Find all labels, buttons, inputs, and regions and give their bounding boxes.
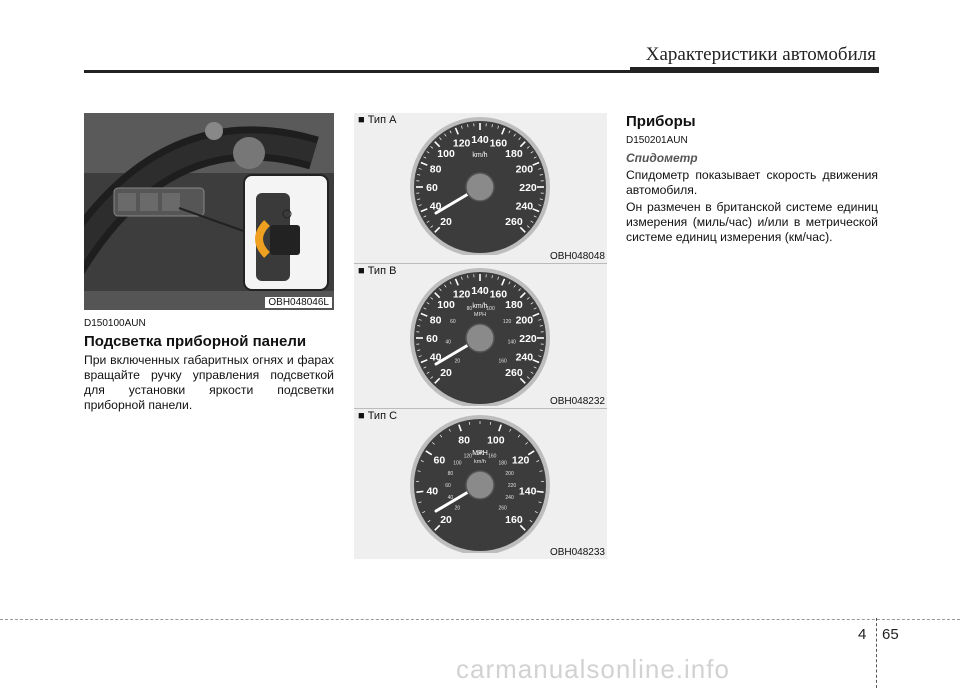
gauge-tick-label: 100 — [437, 148, 455, 160]
gauge-inner-tick-label: 220 — [508, 483, 517, 489]
gauge-inner-tick-label: 100 — [486, 306, 495, 312]
gauge-tick-label: 200 — [516, 315, 534, 327]
footer-rule — [0, 619, 960, 620]
gauge-tick-label: 180 — [505, 299, 523, 311]
gauge-inner-tick-label: 200 — [505, 471, 514, 477]
gauge-tick-label: 80 — [430, 315, 442, 327]
gauge-inner-tick-label: 120 — [464, 453, 473, 459]
section-title: Приборы — [626, 113, 696, 130]
speedometer-paragraph-1: Спидометр показывает скорость движения а… — [626, 168, 878, 197]
gauge-tick-label: 100 — [437, 299, 455, 311]
gauge-divider — [354, 408, 607, 409]
section-title: Подсветка приборной панели — [84, 333, 307, 350]
header-rule — [84, 70, 879, 73]
gauge-inner-tick-label: 80 — [448, 471, 454, 477]
subsection-title: Спидометр — [626, 151, 698, 165]
gauge-caption: OBH048232 — [549, 396, 605, 407]
gauge-hub — [465, 323, 495, 353]
gauge-inner-tick-label: 140 — [508, 340, 517, 346]
gauge-inner-tick-label: 80 — [467, 306, 473, 312]
gauge-tick-label: 180 — [505, 148, 523, 160]
gauge-inner-tick-label: 60 — [450, 319, 456, 325]
gauge-tick-label: 60 — [434, 454, 446, 466]
running-header-title: Характеристики автомобиля — [645, 44, 876, 65]
section-paragraph: При включенных габаритных огнях и фарах … — [84, 353, 334, 412]
gauge-type-label: ■ Тип B — [358, 265, 397, 277]
gauge-tick-label: 160 — [505, 514, 523, 526]
gauge-inner-tick-label: 160 — [488, 453, 497, 459]
gauge-inner-unit: MPH — [474, 312, 486, 318]
gauge-tick-label: 240 — [516, 200, 534, 212]
gauge-tick-label: 200 — [516, 164, 534, 176]
gauge-tick-label: 120 — [453, 289, 471, 301]
gauge-tick-label: 60 — [426, 182, 438, 194]
gauge-type-label: ■ Тип A — [358, 114, 397, 126]
gauge-unit: MPH — [472, 450, 488, 457]
gauge-tick-label: 120 — [512, 454, 530, 466]
gauge-tick-label: 80 — [430, 164, 442, 176]
gauge-unit: km/h — [472, 152, 487, 159]
gauge-inner-tick-label: 100 — [453, 460, 462, 466]
gauge-tick-label: 80 — [458, 435, 470, 447]
gauge-inner-tick-label: 20 — [455, 359, 461, 365]
gauge-tick-label: 60 — [426, 333, 438, 345]
gauge-tick-label: 140 — [471, 134, 489, 146]
gauge-tick-label: 260 — [505, 367, 523, 379]
speedometer-paragraph-2: Он размечен в британской системе единиц … — [626, 200, 878, 244]
gauge-tick-label: 220 — [519, 182, 537, 194]
gauge-tick-label: 160 — [490, 138, 508, 150]
gauge-inner-tick-label: 20 — [455, 506, 461, 512]
section-code: D150201AUN — [626, 135, 688, 146]
gauge-inner-tick-label: 240 — [505, 495, 514, 501]
gauge-inner-tick-label: 40 — [445, 340, 451, 346]
header-rule-accent — [630, 67, 879, 72]
section-code: D150100AUN — [84, 318, 146, 329]
page-number: 65 — [882, 626, 899, 643]
gauge-divider — [354, 263, 607, 264]
gauge-unit: km/h — [472, 303, 487, 310]
gauge-caption: OBH048048 — [549, 251, 605, 262]
gauge-type-label: ■ Тип C — [358, 410, 398, 422]
watermark: carmanualsonline.info — [456, 654, 730, 684]
page-number-divider — [876, 618, 878, 688]
gauge-tick-label: 120 — [453, 138, 471, 150]
steering-wheel-photo: OBH048046L — [84, 113, 334, 310]
gauge-inner-tick-label: 180 — [498, 460, 507, 466]
gauge-inner-tick-label: 140 — [476, 451, 485, 457]
gauge-tick-label: 160 — [490, 289, 508, 301]
gauge-tick-label: 40 — [430, 200, 442, 212]
gauge-tick-label: 240 — [516, 351, 534, 363]
gauge-tick-label: 140 — [471, 285, 489, 297]
gauge-inner-tick-label: 260 — [498, 506, 507, 512]
gauge-hub — [465, 470, 495, 500]
gauge-tick-label: 260 — [505, 216, 523, 228]
gauge-tick-label: 220 — [519, 333, 537, 345]
gauge-tick-label: 40 — [426, 485, 438, 497]
gauge-tick-label: 20 — [440, 216, 452, 228]
figure-caption: OBH048046L — [265, 297, 332, 308]
gauge-tick-label: 20 — [440, 367, 452, 379]
gauge-tick-label: 140 — [519, 485, 537, 497]
gauge-tick-label: 40 — [430, 351, 442, 363]
gauge-inner-tick-label: 120 — [503, 319, 512, 325]
chapter-number: 4 — [858, 626, 867, 643]
gauge-inner-tick-label: 60 — [445, 483, 451, 489]
gauge-caption: OBH048233 — [549, 547, 605, 558]
gauge-inner-unit: km/h — [474, 459, 486, 465]
gauge-inner-tick-label: 160 — [498, 359, 507, 365]
gauge-inner-tick-label: 40 — [448, 495, 454, 501]
gauge-tick-label: 100 — [487, 435, 505, 447]
gauge-hub — [465, 172, 495, 202]
gauge-tick-label: 20 — [440, 514, 452, 526]
